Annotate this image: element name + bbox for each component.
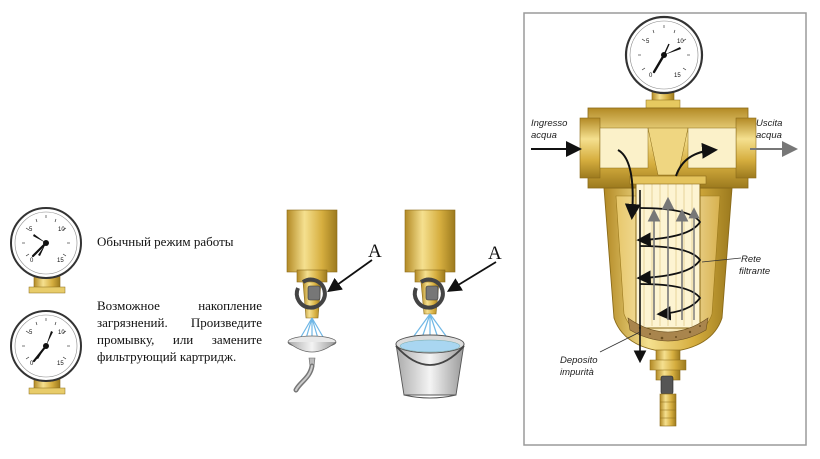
tick: 15 [57,258,64,264]
caption-clogging: Возможное накопление загрязнений. Произв… [97,298,262,364]
deposit-area [627,317,709,342]
inlet-label: acqua [531,130,557,141]
tick: 15 [674,73,681,79]
drain-valve [649,349,687,427]
screen-leader [701,257,742,263]
outlet-label: acqua [756,130,782,141]
tick: 5 [646,39,650,45]
marker-a: A [368,241,382,262]
screen-label: Rete [741,254,761,265]
filter-cutaway: 0 5 10 15 [523,12,807,446]
tick: 0 [30,258,34,264]
flush-valve-funnel: A [286,209,382,393]
pressure-gauge: 0 5 10 15 [624,15,704,109]
flush-valve-bucket: A [395,209,502,399]
tick: 0 [30,361,34,367]
outlet-label: Uscita [756,118,782,129]
tick: 10 [677,39,684,45]
inlet-label: Ingresso [531,118,567,129]
gauge-normal: 0 5 10 15 [10,207,82,294]
tick: 10 [58,330,65,336]
deposit-leader [599,331,641,353]
water-spray-icon [413,313,447,339]
deposit-label: impurità [560,367,594,378]
tick: 15 [57,361,64,367]
tick: 5 [29,227,33,233]
marker-a: A [488,243,502,264]
flow-arrows [617,142,718,364]
bucket-icon [395,334,465,399]
caption-normal-mode: Обычный режим работы [97,234,234,249]
deposit-label: Deposito [560,355,598,366]
tick: 0 [649,73,653,79]
screen-label: filtrante [739,266,770,277]
tick: 5 [29,330,33,336]
tick: 10 [58,227,65,233]
gauge-clogging: 0 5 10 15 [10,310,82,395]
